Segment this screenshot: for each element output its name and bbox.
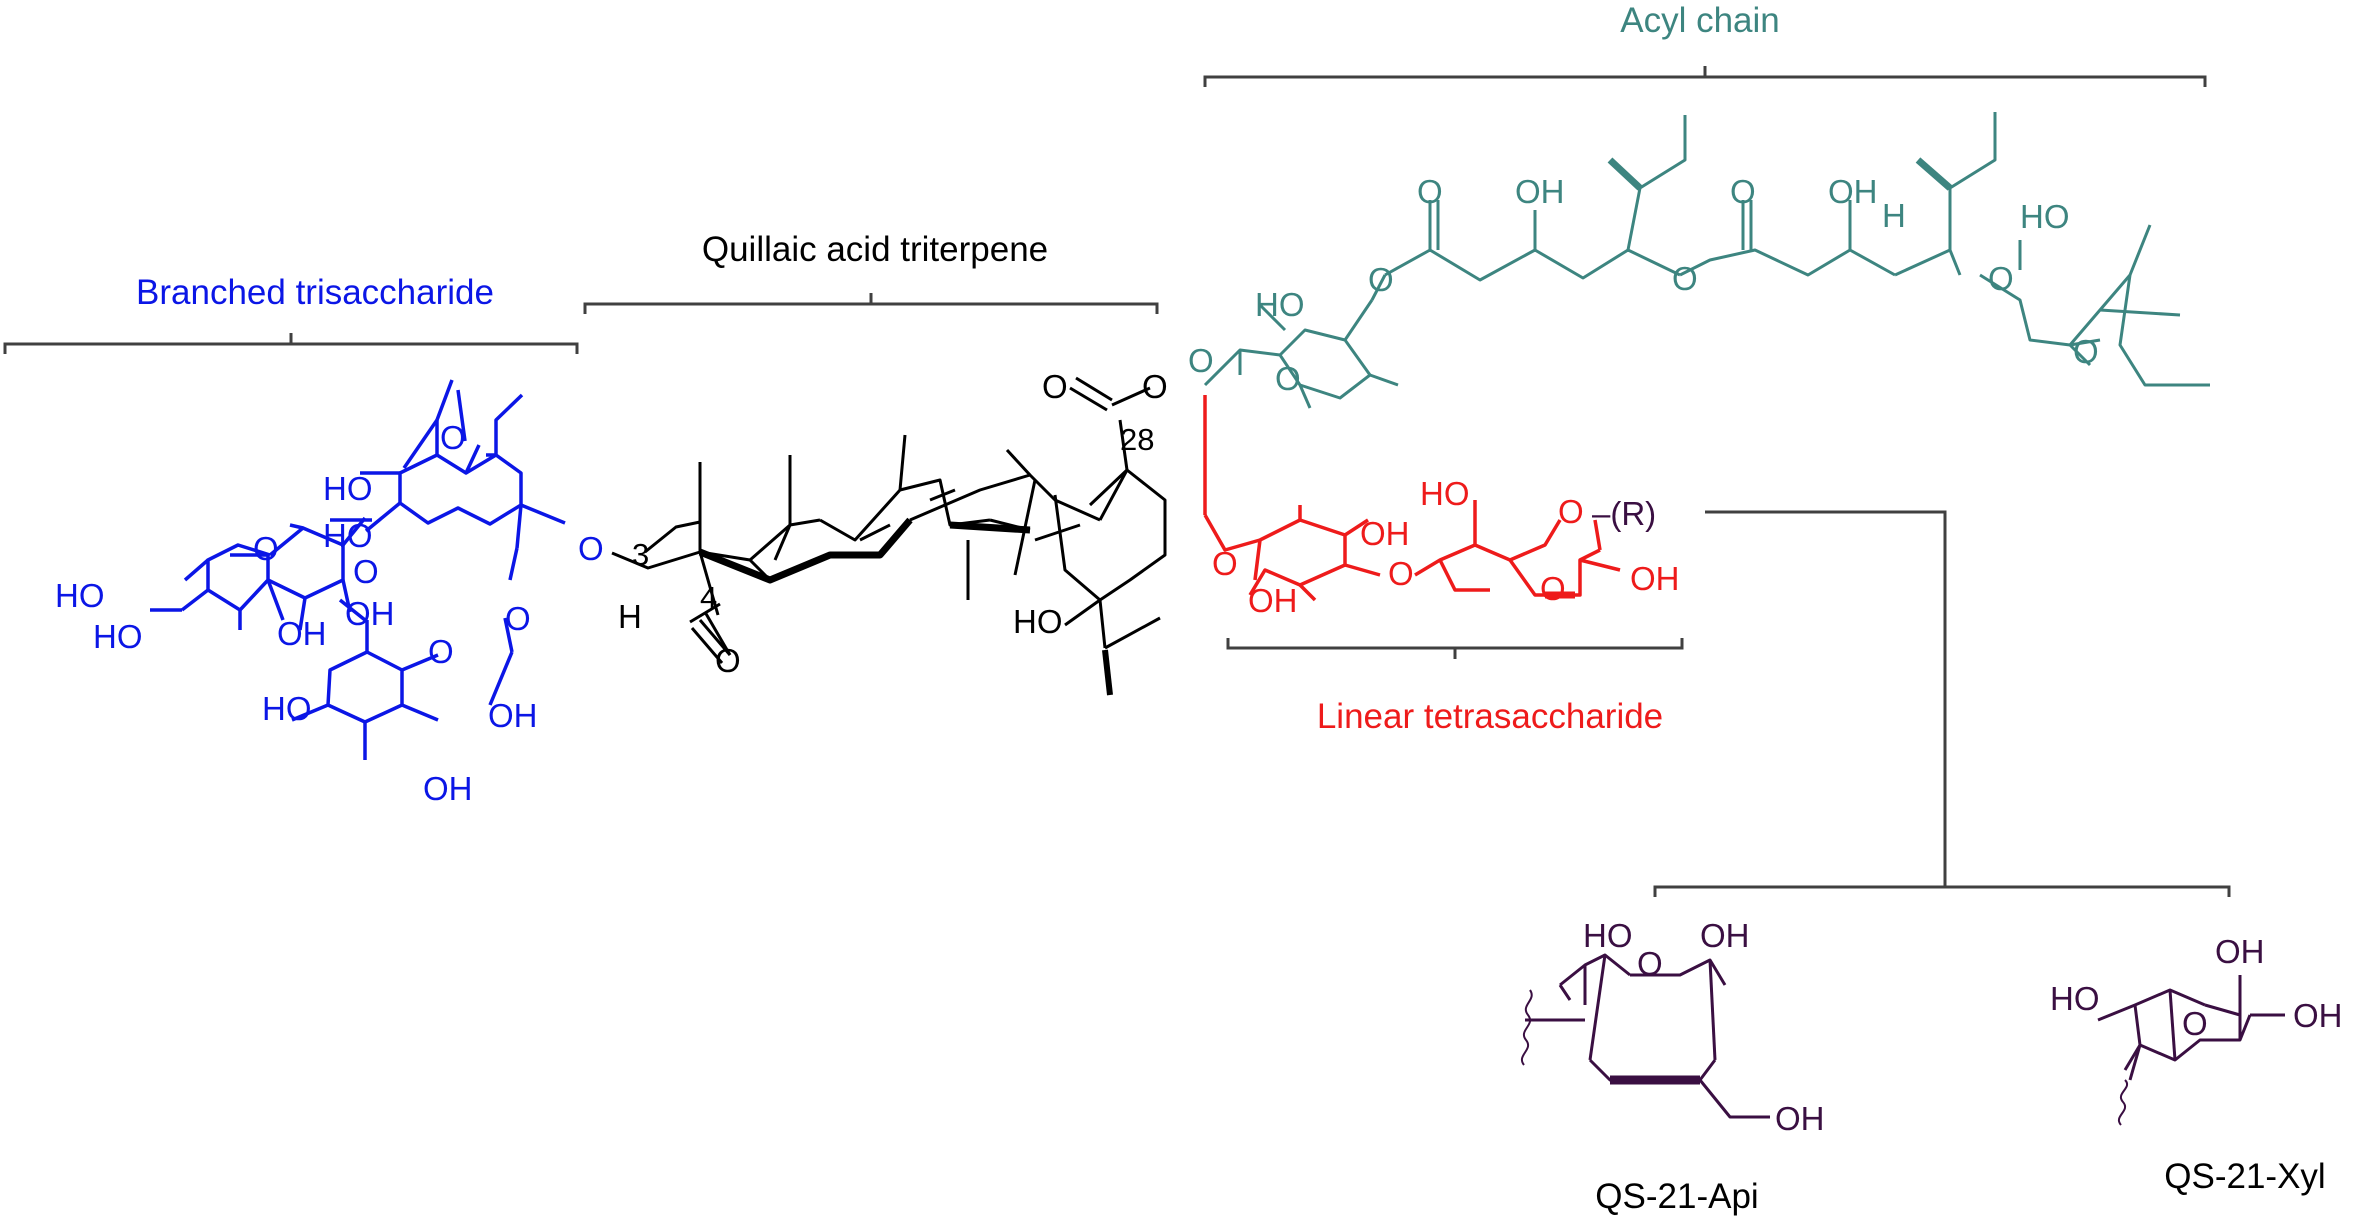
r-group-connector [1705,510,1947,876]
atom-o: OH [1360,515,1410,552]
acyl-chain-atoms: O HO O O O OH O O OH H O HO O [1188,173,2099,397]
qs21-api-atoms: HO O OH OH [1583,917,1825,1137]
label-linear-tetrasaccharide: Linear tetrasaccharide [1317,697,1663,736]
atom-o: HO [262,690,312,727]
atom-o: O [1558,493,1584,530]
qs21-xyl-atoms: OH HO O OH [2050,933,2343,1042]
atom-h: H [1882,197,1906,234]
bracket-quillaic-triterpene [583,293,1159,314]
atom-o: OH [345,595,395,632]
position-number: 3 [632,537,649,572]
quillaic-triterpene-atoms: O O H O HO 3 4 28 [618,368,1168,679]
r-group-label: –(R) [1592,495,1656,532]
label-quillaic-triterpene: Quillaic acid triterpene [702,230,1048,269]
atom-o: O [578,530,604,567]
linear-tetrasaccharide-atoms: O OH OH O HO O O OH [1212,475,1680,619]
atom-o: O [1212,545,1238,582]
position-number: 28 [1120,422,1154,457]
branched-trisaccharide-structure [150,379,566,760]
atom-o: HO [1013,603,1063,640]
bracket-r-groups [1653,876,2231,897]
atom-o: O [1142,368,1168,405]
quillaic-triterpene-bold-bonds [698,517,1031,584]
atom-o: OH [488,697,538,734]
atom-o: O [505,600,531,637]
linear-tetrasaccharide-structure [1203,395,1621,602]
atom-o: O [2182,1005,2208,1042]
atom-o: HO [55,577,105,614]
atom-o: HO [323,517,373,554]
bracket-acyl-chain [1203,66,2207,87]
atom-o: O [1388,555,1414,592]
quillaic-triterpene-carbonyls [690,376,1151,696]
atom-o: HO [1583,917,1633,954]
label-qs21-xyl: QS-21-Xyl [2164,1157,2325,1196]
atom-o: O [1042,368,1068,405]
atom-o: OH [2215,933,2265,970]
atom-o: O [1672,260,1698,297]
atom-o: OH [1248,582,1298,619]
atom-o: OH [1775,1100,1825,1137]
section-brackets [3,66,2231,897]
atom-o: O [440,419,466,456]
atom-o: O [1417,173,1443,210]
atom-o: O [1188,342,1214,379]
atom-o: OH [1630,560,1680,597]
atom-o: HO [93,618,143,655]
bracket-linear-tetrasaccharide [1226,638,1684,659]
atom-o: O [1730,173,1756,210]
atom-o: HO [2050,980,2100,1017]
atom-o: OH [1828,173,1878,210]
qs21-api-structure [1521,953,1770,1119]
atom-o: O [1637,945,1663,982]
atom-o: HO [323,470,373,507]
atom-o: OH [423,770,473,807]
atom-o: HO [2020,198,2070,235]
atom-o: O [2073,333,2099,370]
atom-o: O [1275,360,1301,397]
bracket-branched-trisaccharide [3,333,579,354]
atom-o: O [715,642,741,679]
atom-o: O [428,633,454,670]
atom-o: OH [1700,917,1750,954]
atom-o: O [1540,570,1566,607]
atom-h: H [618,598,642,635]
quillaic-triterpene-structure [611,419,1167,656]
atom-o: HO [1420,475,1470,512]
atom-o: OH [277,615,327,652]
qs21-xyl-structure [2097,975,2285,1126]
label-qs21-api: QS-21-Api [1595,1177,1758,1216]
atom-o: O [253,530,279,567]
position-number: 4 [700,580,717,615]
atom-o: OH [2293,997,2343,1034]
atom-o: O [1368,261,1394,298]
atom-o: OH [1515,173,1565,210]
atom-o: O [1988,260,2014,297]
atom-o: HO [1255,286,1305,323]
acyl-chain-structure [1203,112,2210,409]
label-branched-trisaccharide: Branched trisaccharide [136,273,494,312]
branched-trisaccharide-atoms: HO O HO O O O HO HO OH OH O HO OH OH O [55,419,604,807]
label-acyl-chain: Acyl chain [1620,1,1780,40]
atom-o: O [353,553,379,590]
